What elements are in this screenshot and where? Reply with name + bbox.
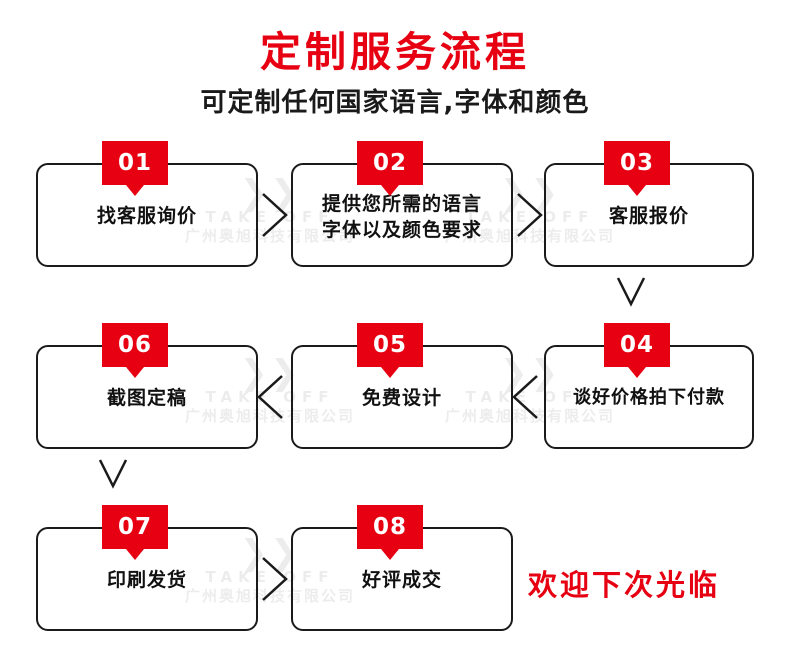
connector-chevron-07-08 (258, 554, 292, 604)
step-number-06: 06 (102, 323, 168, 378)
step-number-03: 03 (604, 141, 670, 196)
step-label-06: 截图定稿 (106, 387, 187, 409)
page-subtitle: 可定制任何国家语言,字体和颜色 (200, 88, 590, 118)
step-label-03: 客服报价 (608, 205, 689, 227)
step-number-07: 07 (102, 505, 168, 560)
connector-chevron-05-06 (253, 372, 287, 422)
step-number-02: 02 (357, 141, 423, 196)
step-label-04: 谈好价格拍下付款 (573, 387, 725, 408)
step-label-02: 提供您所需的语言 字体以及颜色要求 (293, 191, 511, 243)
footer-note: 欢迎下次光临 (528, 568, 721, 602)
connector-chevron-06-07 (96, 454, 130, 504)
step-number-04: 04 (604, 323, 670, 378)
connector-chevron-03-04 (614, 272, 648, 322)
step-label-05: 免费设计 (361, 387, 442, 409)
connector-chevron-02-03 (513, 190, 547, 240)
step-number-05: 05 (357, 323, 423, 378)
step-label-07: 印刷发货 (106, 569, 187, 591)
page-title: 定制服务流程 (260, 28, 530, 76)
connector-chevron-01-02 (258, 190, 292, 240)
step-label-08: 好评成交 (361, 569, 442, 591)
step-label-02-line1: 提供您所需的语言 (321, 193, 482, 215)
step-label-01: 找客服询价 (96, 205, 197, 227)
connector-chevron-04-05 (508, 372, 542, 422)
step-number-08: 08 (357, 505, 423, 560)
step-number-01: 01 (102, 141, 168, 196)
step-label-02-line2: 字体以及颜色要求 (321, 219, 482, 241)
